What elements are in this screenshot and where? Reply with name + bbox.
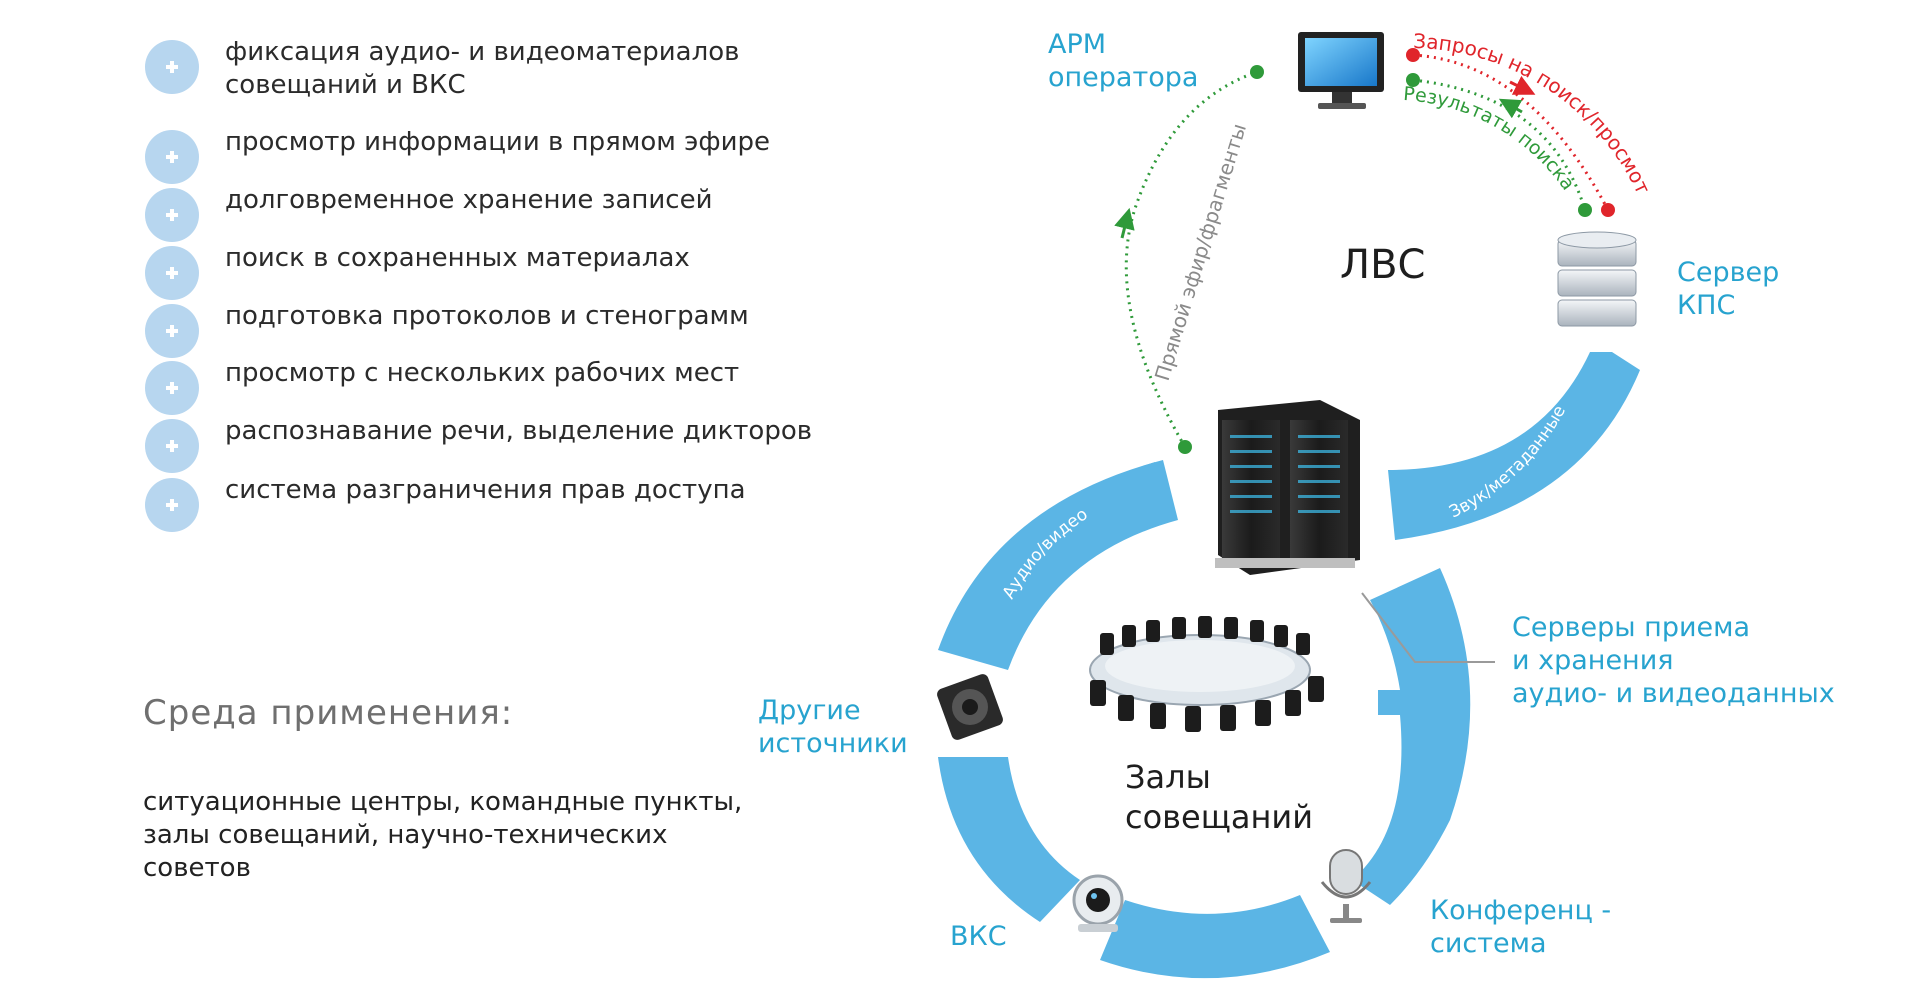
lan-label: ЛВС xyxy=(1340,242,1426,288)
plus-icon xyxy=(145,40,199,94)
servers-pointer-line xyxy=(1361,592,1495,663)
feature-item: просмотр с нескольких рабочих мест xyxy=(145,357,865,415)
flow-results-label: Результаты поиска xyxy=(1403,83,1580,194)
feature-text: просмотр с нескольких рабочих мест xyxy=(225,358,740,388)
environment-text: ситуационные центры, командные пункты, з… xyxy=(143,787,743,883)
feature-text: поиск в сохраненных материалах xyxy=(225,243,690,273)
flow-requests-line xyxy=(1412,53,1610,211)
feature-text: подготовка протоколов и стенограмм xyxy=(225,301,749,331)
ring-segment-left xyxy=(938,757,1080,922)
plus-icon xyxy=(145,188,199,242)
plus-icon xyxy=(145,246,199,300)
feature-text: просмотр информации в прямом эфире xyxy=(225,127,771,157)
feature-item: распознавание речи, выделение дикторов xyxy=(145,415,865,473)
servers-storage-label: Серверы приема и хранения аудио- и видео… xyxy=(1512,612,1835,709)
conference-table-icon xyxy=(1089,616,1324,732)
server-rack-icon xyxy=(1215,400,1360,575)
arc-sound-metadata xyxy=(1388,352,1640,540)
microphone-icon xyxy=(1320,849,1372,923)
halls-label: Залы совещаний xyxy=(1125,758,1313,836)
feature-item: долговременное хранение записей xyxy=(145,184,865,242)
plus-icon xyxy=(145,361,199,415)
feature-text: система разграничения прав доступа xyxy=(225,475,746,505)
server-kps-icon xyxy=(1557,231,1637,327)
flow-live-line xyxy=(1124,70,1258,448)
feature-text: долговременное хранение записей xyxy=(225,185,713,215)
plus-icon xyxy=(145,130,199,184)
feature-text: распознавание речи, выделение дикторов xyxy=(225,416,813,446)
speaker-icon xyxy=(937,674,1003,740)
feature-item: просмотр информации в прямом эфире xyxy=(145,126,865,184)
environment-title: Среда применения: xyxy=(143,693,514,733)
feature-item: фиксация аудио- и видеоматериалов совеща… xyxy=(145,36,865,100)
feature-item: система разграничения прав доступа xyxy=(145,474,865,532)
webcam-icon xyxy=(1072,874,1124,932)
plus-icon xyxy=(145,478,199,532)
monitor-icon xyxy=(1298,32,1384,109)
server-kps-label: Сервер КПС xyxy=(1677,257,1780,321)
feature-item: подготовка протоколов и стенограмм xyxy=(145,300,865,358)
feature-text: фиксация аудио- и видеоматериалов совеща… xyxy=(225,37,740,100)
feature-item: поиск в сохраненных материалах xyxy=(145,242,865,300)
other-sources-label: Другие источники xyxy=(758,695,908,759)
plus-icon xyxy=(145,419,199,473)
ring-segment-bottom xyxy=(1100,895,1330,979)
plus-icon xyxy=(145,304,199,358)
flow-live-label: Прямой эфир/фрагменты xyxy=(1150,121,1251,384)
arc-audio-video-body xyxy=(938,460,1178,670)
conference-system-label: Конференц - система xyxy=(1430,895,1612,959)
ring-segment-right xyxy=(1352,568,1471,905)
operator-label: АРМ оператора xyxy=(1048,29,1199,93)
vks-label: ВКС xyxy=(950,921,1007,952)
flow-results-line xyxy=(1412,78,1587,211)
